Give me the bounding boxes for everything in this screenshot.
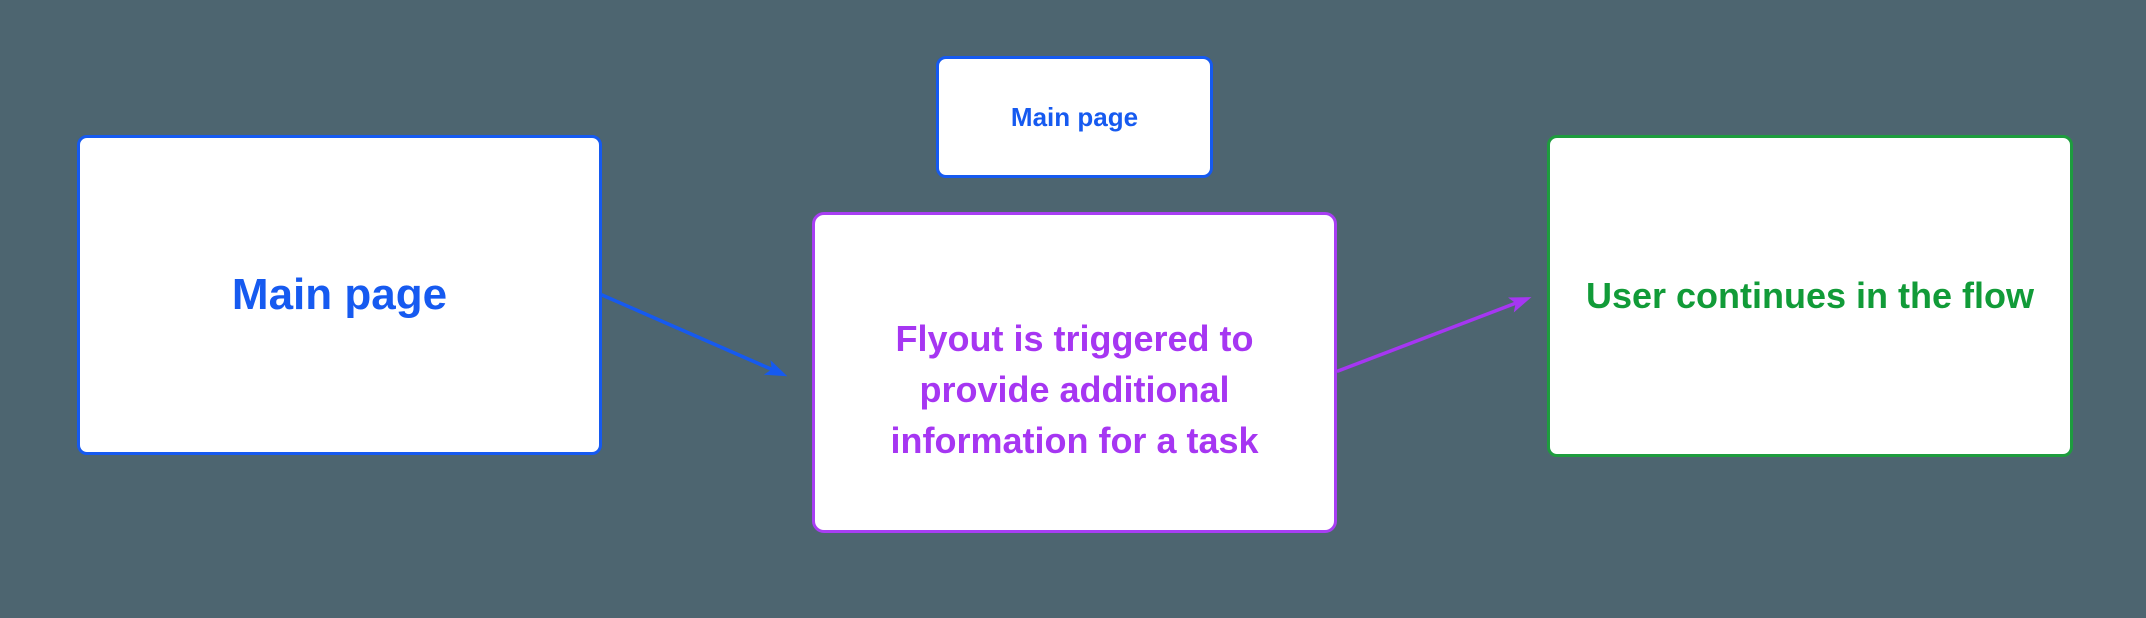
connector-main-to-flyout	[600, 293, 788, 377]
node-main-page-mini-label: Main page	[1010, 101, 1139, 132]
node-main-page[interactable]: Main page	[77, 135, 602, 455]
node-flyout-label: Flyout is triggered to provide additiona…	[890, 318, 1259, 461]
node-main-page-label: Main page	[231, 270, 448, 319]
node-user-continues[interactable]: User continues in the flow	[1547, 135, 2073, 457]
node-user-continues-label: User continues in the flow	[1585, 275, 2035, 316]
node-flyout[interactable]: Flyout is triggered to provide additiona…	[812, 212, 1337, 533]
node-main-page-mini[interactable]: Main page	[936, 56, 1213, 178]
connector-flyout-to-continue	[1336, 297, 1532, 373]
